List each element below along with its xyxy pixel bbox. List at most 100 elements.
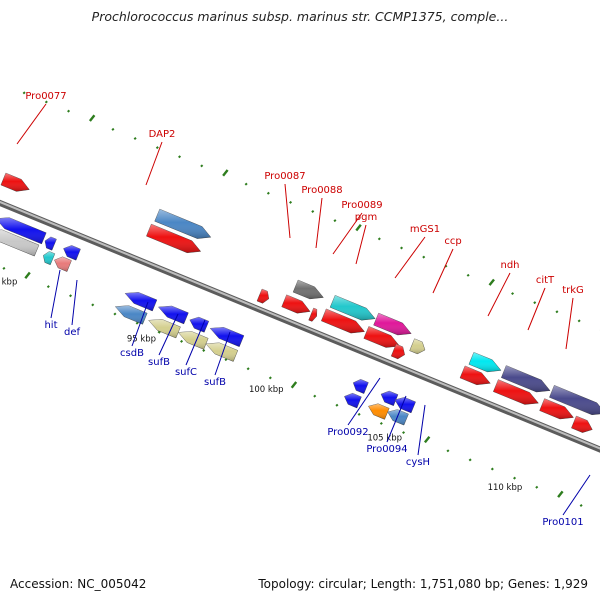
- page-title: Prochlorococcus marinus subsp. marinus s…: [91, 9, 509, 24]
- reverse-gene-arrow: [114, 305, 148, 325]
- kbp-label: 95 kbp: [127, 335, 156, 345]
- reverse-gene-arrow: [0, 229, 40, 257]
- tick-mark: [313, 394, 317, 398]
- leader-line: [417, 404, 426, 456]
- reverse-gene-arrow: [344, 392, 362, 409]
- leader-line: [284, 183, 291, 239]
- leader-line: [332, 212, 363, 255]
- reverse-gene-label: sufB: [148, 357, 170, 368]
- tick-mark: [268, 376, 272, 380]
- kbp-label: 105 kbp: [367, 433, 402, 443]
- reverse-gene-arrow: [44, 236, 57, 251]
- tick-mark: [180, 339, 184, 343]
- forward-gene-arrow: [501, 365, 551, 393]
- forward-gene-label: ccp: [444, 236, 461, 247]
- forward-gene-arrow: [281, 294, 311, 314]
- forward-gene-label: trkG: [562, 285, 584, 296]
- tick-mark: [46, 285, 50, 289]
- reverse-gene-arrow: [368, 403, 390, 420]
- leader-line: [158, 313, 179, 356]
- reverse-gene-arrow: [352, 379, 369, 394]
- reverse-gene-arrow: [387, 409, 409, 426]
- backbone-highlight: [0, 200, 600, 450]
- tick-mark: [511, 292, 515, 296]
- forward-gene-arrow: [321, 308, 365, 334]
- forward-gene-arrow: [292, 279, 324, 300]
- tick-mark: [579, 504, 583, 508]
- reverse-gene-arrow: [63, 245, 81, 261]
- tick-mark: [577, 319, 581, 323]
- forward-gene-label: pgm: [355, 212, 377, 223]
- tick-marks: [2, 91, 600, 508]
- forward-gene-arrow: [154, 208, 212, 239]
- tick-mark: [422, 255, 426, 259]
- tick-mark: [222, 169, 229, 177]
- tick-mark: [202, 348, 206, 352]
- forward-gene-label: DAP2: [149, 129, 176, 140]
- tick-mark: [377, 237, 381, 241]
- forward-gene-arrow: [409, 338, 426, 355]
- tick-mark: [513, 476, 517, 480]
- gene-labels: 90 kbp 95 kbp 100 kbp 105 kbp 110 kbp Pro0077…: [0, 91, 591, 528]
- reverse-gene-arrow: [380, 390, 399, 406]
- gene-features: [0, 172, 600, 433]
- tick-mark: [88, 114, 96, 122]
- leader-line: [71, 279, 78, 326]
- tick-mark: [290, 381, 298, 389]
- leader-line: [145, 141, 163, 186]
- tick-mark: [200, 164, 204, 168]
- leader-line: [562, 474, 591, 516]
- kbp-label: 110 kbp: [488, 483, 523, 493]
- reverse-gene-label: hit: [44, 320, 57, 331]
- tick-mark: [466, 273, 470, 277]
- reverse-gene-arrow: [394, 397, 416, 414]
- leader-line: [386, 395, 407, 443]
- leader-line: [131, 301, 149, 347]
- forward-gene-label: Pro0087: [264, 171, 305, 182]
- tick-mark: [402, 431, 406, 435]
- leader-line: [214, 331, 231, 376]
- tick-mark: [311, 209, 315, 213]
- forward-gene-label: Pro0089: [341, 200, 382, 211]
- forward-gene-arrow: [390, 343, 405, 360]
- tick-mark: [246, 367, 250, 371]
- forward-gene-label: Pro0088: [301, 185, 342, 196]
- reverse-gene-arrow: [124, 292, 158, 312]
- forward-gene-arrow: [329, 295, 376, 321]
- forward-gene-arrow: [571, 415, 593, 433]
- forward-gene-arrow: [539, 398, 574, 420]
- tick-mark: [468, 458, 472, 462]
- forward-gene-arrow: [493, 379, 539, 405]
- reverse-gene-label: def: [64, 327, 81, 338]
- leader-line: [185, 319, 206, 366]
- kbp-label: 100 kbp: [249, 385, 284, 395]
- tick-mark: [488, 278, 495, 286]
- leader-line: [487, 272, 511, 317]
- forward-gene-label: citT: [536, 275, 555, 286]
- forward-gene-arrow: [468, 352, 502, 373]
- leader-line: [565, 297, 574, 350]
- kbp-label: 90 kbp: [0, 278, 17, 288]
- reverse-gene-arrow: [157, 305, 189, 325]
- tick-mark: [69, 294, 73, 298]
- reverse-gene-label: csdB: [120, 348, 144, 359]
- tick-mark: [155, 146, 159, 150]
- tick-mark: [44, 100, 48, 104]
- tick-mark: [289, 200, 293, 204]
- tick-mark: [555, 310, 559, 314]
- tick-mark: [113, 312, 117, 316]
- forward-gene-label: mGS1: [410, 224, 440, 235]
- tick-mark: [423, 435, 431, 444]
- leader-line: [527, 287, 546, 331]
- reverse-gene-arrow: [177, 331, 209, 350]
- reverse-gene-label: Pro0101: [542, 517, 583, 528]
- leader-line: [315, 197, 323, 249]
- reverse-gene-arrow: [43, 251, 56, 266]
- reverse-gene-arrow: [205, 342, 239, 362]
- forward-gene-label: ndh: [500, 260, 519, 271]
- reverse-gene-label: cysH: [406, 457, 430, 468]
- backbone-line: [0, 199, 600, 453]
- forward-gene-label: Pro0077: [25, 91, 66, 102]
- forward-gene-arrow: [308, 307, 318, 322]
- tick-mark: [135, 321, 139, 325]
